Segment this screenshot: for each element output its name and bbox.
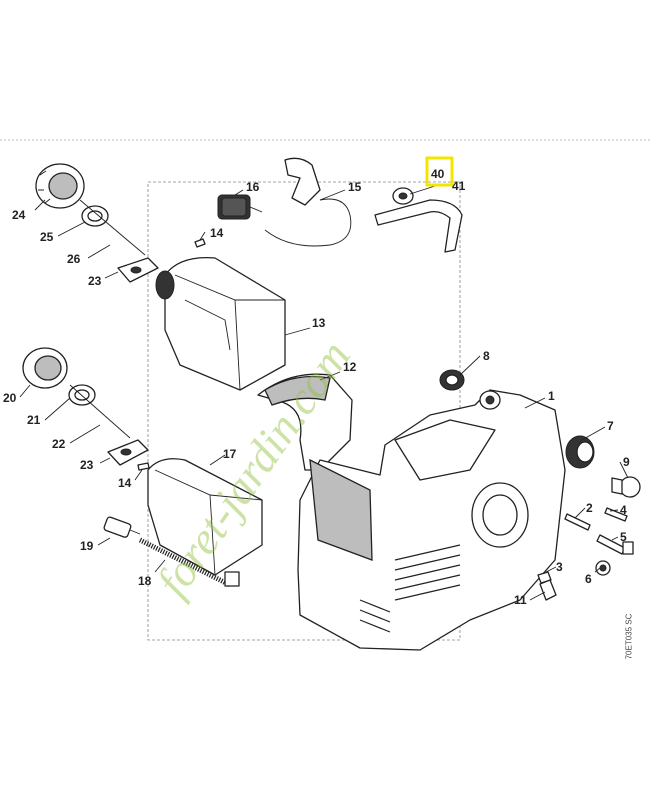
highlight-box-40 <box>425 156 454 187</box>
callout-11[interactable]: 11 <box>514 593 527 607</box>
part-16-fuel-filter[interactable] <box>217 194 263 220</box>
callout-25[interactable]: 25 <box>40 230 54 244</box>
part-2-stud[interactable] <box>564 513 591 531</box>
part-15-fuel-hose[interactable] <box>264 157 352 247</box>
part-20-cap[interactable] <box>22 347 68 389</box>
part-19-fitting[interactable] <box>103 516 141 538</box>
callout-4[interactable]: 4 <box>620 503 627 517</box>
part-40-grommet[interactable] <box>392 187 414 205</box>
callout-24[interactable]: 24 <box>12 208 26 222</box>
callout-7[interactable]: 7 <box>607 419 614 433</box>
callout-13[interactable]: 13 <box>312 316 326 330</box>
callout-6[interactable]: 6 <box>585 572 592 586</box>
callout-18[interactable]: 18 <box>138 574 152 588</box>
part-11-sleeve[interactable] <box>539 579 557 601</box>
callout-22[interactable]: 22 <box>52 437 66 451</box>
callout-26[interactable]: 26 <box>67 252 81 266</box>
callout-8[interactable]: 8 <box>483 349 490 363</box>
part-5-bolt[interactable] <box>596 534 634 555</box>
callout-23-upper[interactable]: 23 <box>88 274 102 288</box>
part-9-buffer[interactable] <box>611 476 641 498</box>
callout-21[interactable]: 21 <box>27 413 41 427</box>
callout-14-upper[interactable]: 14 <box>210 226 224 240</box>
part-23-retainer-upper[interactable] <box>117 257 159 283</box>
callout-1[interactable]: 1 <box>548 389 555 403</box>
callout-2[interactable]: 2 <box>586 501 593 515</box>
callout-19[interactable]: 19 <box>80 539 94 553</box>
callout-14-lower[interactable]: 14 <box>118 476 132 490</box>
callout-9[interactable]: 9 <box>623 455 630 469</box>
callout-20[interactable]: 20 <box>3 391 17 405</box>
callout-16[interactable]: 16 <box>246 180 260 194</box>
part-22-cord[interactable] <box>69 384 131 439</box>
part-1-crankcase[interactable] <box>297 389 566 651</box>
callout-3[interactable]: 3 <box>556 560 563 574</box>
callout-labels: 1 2 3 4 5 6 7 8 9 11 12 13 14 14 15 16 1… <box>3 167 630 607</box>
part-8-plug[interactable] <box>439 369 465 391</box>
part-13-tank-upper[interactable] <box>155 256 286 391</box>
callout-40[interactable]: 40 <box>431 167 445 181</box>
callout-41[interactable]: 41 <box>452 179 466 193</box>
part-18-spring-hose[interactable] <box>138 537 240 588</box>
drawing-code: 70ET035 SC <box>624 613 634 660</box>
part-23-retainer-lower[interactable] <box>107 439 149 466</box>
part-26-cord[interactable] <box>79 199 146 256</box>
leader-lines <box>19 185 629 601</box>
callout-23-lower[interactable]: 23 <box>80 458 94 472</box>
assembly-frame <box>147 181 461 641</box>
part-24-cap[interactable] <box>35 163 85 209</box>
watermark-text: foret-jardin.com <box>146 331 360 605</box>
seal-ring-inner <box>87 210 103 222</box>
callout-5[interactable]: 5 <box>620 530 627 544</box>
callout-17[interactable]: 17 <box>223 447 237 461</box>
part-12-shroud[interactable] <box>257 373 353 471</box>
part-41-pickup-body[interactable] <box>374 199 463 253</box>
part-7-grommet[interactable] <box>565 435 595 469</box>
part-17-tank-lower[interactable] <box>147 458 263 576</box>
callout-15[interactable]: 15 <box>348 180 362 194</box>
callout-12[interactable]: 12 <box>343 360 357 374</box>
